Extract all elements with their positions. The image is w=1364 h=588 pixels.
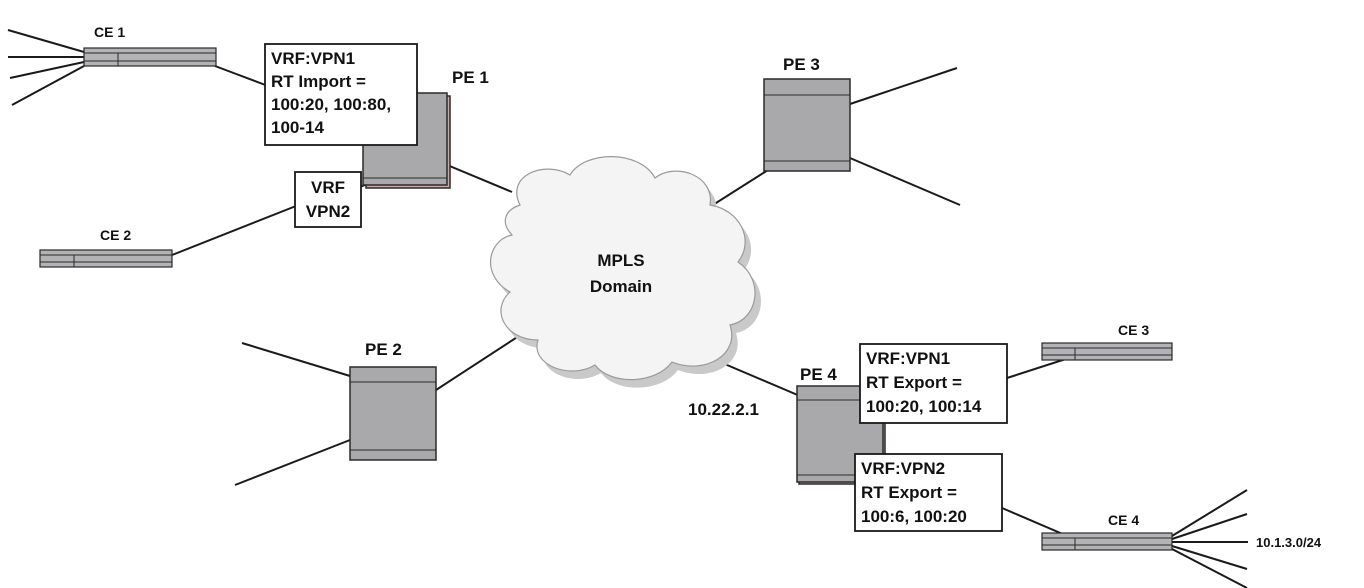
pe-4-label: PE 4 [800,365,837,384]
vrf-line: VPN2 [306,202,350,221]
vrf-line: VRF:VPN1 [866,349,950,368]
ce-4-device [1041,532,1173,551]
vrf-line: RT Export = [861,483,957,502]
ce4-network-label: 10.1.3.0/24 [1256,535,1322,550]
ce-4-label: CE 4 [1108,512,1139,528]
ce-3-device [1041,342,1173,361]
pe-3-label: PE 3 [783,55,820,74]
vrf-box-pe4-vpn2: VRF:VPN2 RT Export = 100:6, 100:20 [854,453,1003,532]
pe-1-label: PE 1 [452,68,489,87]
vrf-line: RT Export = [866,373,962,392]
mpls-cloud: MPLS Domain [490,156,762,388]
vrf-line: RT Import = [271,72,366,91]
ce-2-label: CE 2 [100,227,131,243]
vrf-box-pe1-vpn2: VRF VPN2 [294,171,362,228]
pe4-address-label: 10.22.2.1 [688,400,759,419]
vrf-box-pe4-vpn1: VRF:VPN1 RT Export = 100:20, 100:14 [859,343,1008,424]
cloud-label-line1: MPLS [597,251,644,270]
vrf-line: 100:20, 100:80, [271,95,391,114]
vrf-box-pe1-vpn1: VRF:VPN1 RT Import = 100:20, 100:80, 100… [264,43,418,146]
pe-3-router [763,78,851,172]
ce-3-label: CE 3 [1118,322,1149,338]
pe-2-router [349,366,437,461]
vrf-line: 100:20, 100:14 [866,397,982,416]
ce-1-label: CE 1 [94,24,125,40]
vrf-line: VRF:VPN2 [861,459,945,478]
pe-2-label: PE 2 [365,340,402,359]
ce-1-device [83,47,217,67]
vrf-line: 100-14 [271,118,324,137]
vrf-line: 100:6, 100:20 [861,507,967,526]
vrf-line: VRF [311,178,345,197]
ce-2-device [39,249,173,268]
vrf-line: VRF:VPN1 [271,49,355,68]
cloud-label-line2: Domain [590,277,652,296]
